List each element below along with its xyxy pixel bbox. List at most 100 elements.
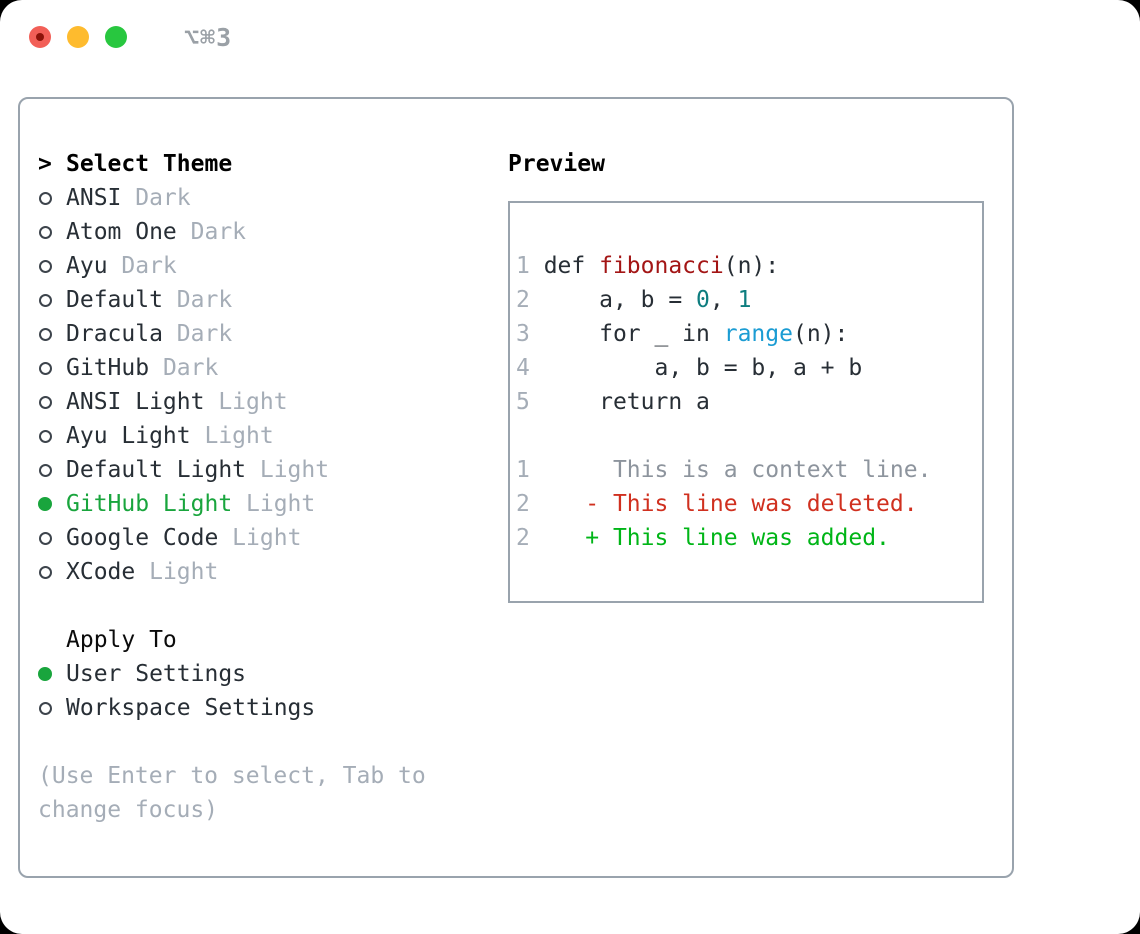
line-number: 2 [516, 287, 544, 313]
code-segment-code: return a [543, 389, 710, 415]
code-line: 2 a, b = 0, 1 [516, 283, 976, 317]
theme-option-ayu[interactable]: Ayu Dark [38, 249, 498, 283]
code-line: 2 + This line was added. [516, 521, 976, 555]
theme-option-google-code[interactable]: Google Code Light [38, 521, 498, 555]
zoom-button[interactable] [105, 26, 127, 48]
marker [38, 293, 66, 307]
radio-icon [39, 701, 52, 715]
radio-icon [39, 225, 52, 239]
code-line: 2 - This line was deleted. [516, 487, 976, 521]
radio-icon [39, 565, 52, 579]
theme-option-ansi-light[interactable]: ANSI Light Light [38, 385, 498, 419]
code-segment-context: This is a context line. [543, 457, 932, 483]
radio-icon [39, 361, 52, 375]
apply-name: User Settings [66, 661, 247, 687]
theme-variant-label: Dark [121, 185, 191, 211]
code-segment-code: (n): [792, 321, 849, 347]
theme-variant-label: Dark [107, 253, 177, 279]
apply-to-title: Apply To [66, 627, 177, 653]
preview-title: Preview [508, 151, 605, 177]
preview-header: Preview [508, 147, 984, 181]
apply-option-user-settings[interactable]: User Settings [38, 657, 498, 691]
marker [38, 191, 66, 205]
select-theme-title: Select Theme [66, 151, 233, 177]
code-line: 3 for _ in range(n): [516, 317, 976, 351]
theme-variant-label: Dark [162, 321, 233, 347]
code-line: 1 def fibonacci(n): [516, 249, 976, 283]
code-segment-deleted: - This line was deleted. [543, 491, 918, 517]
line-number: 2 [516, 525, 544, 551]
marker [38, 225, 66, 239]
code-segment-code: (n): [723, 253, 780, 279]
radio-selected-icon [38, 667, 52, 681]
radio-icon [39, 463, 52, 477]
marker [38, 667, 66, 681]
code-segment-added: + This line was added. [543, 525, 890, 551]
hint-line-2: change focus) [38, 797, 219, 823]
theme-name: Atom One [66, 219, 177, 245]
theme-option-xcode[interactable]: XCode Light [38, 555, 498, 589]
code-segment-code: def [543, 253, 600, 279]
marker [38, 497, 66, 511]
theme-variant-label: Light [232, 491, 316, 517]
code-line: 4 a, b = b, a + b [516, 351, 976, 385]
radio-selected-icon [38, 497, 52, 511]
minimize-button[interactable] [67, 26, 89, 48]
select-theme-header: > Select Theme [38, 147, 498, 181]
theme-option-default-light[interactable]: Default Light Light [38, 453, 498, 487]
code-segment-code: a, b = [543, 287, 697, 313]
radio-icon [39, 293, 52, 307]
radio-icon [39, 531, 52, 545]
theme-variant-label: Dark [162, 287, 233, 313]
hint-line-1: (Use Enter to select, Tab to [38, 763, 426, 789]
code-segment-func: fibonacci [599, 253, 724, 279]
marker [38, 701, 66, 715]
line-number: 2 [516, 491, 544, 517]
theme-name: Default [66, 287, 163, 313]
code-segment-builtin: range [723, 321, 793, 347]
marker [38, 531, 66, 545]
theme-variant-label: Dark [176, 219, 247, 245]
radio-icon [39, 327, 52, 341]
theme-name: Google Code [66, 525, 219, 551]
theme-variant-label: Light [135, 559, 219, 585]
theme-name: XCode [66, 559, 136, 585]
line-number: 3 [516, 321, 544, 347]
marker [38, 429, 66, 443]
theme-name: ANSI Light [66, 389, 205, 415]
theme-option-ansi[interactable]: ANSI Dark [38, 181, 498, 215]
line-number: 5 [516, 389, 544, 415]
window-title: ⌥⌘3 [184, 22, 233, 52]
line-number: 1 [516, 253, 544, 279]
theme-name: Dracula [66, 321, 163, 347]
marker [38, 361, 66, 375]
marker [38, 327, 66, 341]
code-segment-code: a, b = b, a + b [543, 355, 863, 381]
marker [38, 463, 66, 477]
theme-option-github-light[interactable]: GitHub Light Light [38, 487, 498, 521]
code-line: 1 This is a context line. [516, 453, 976, 487]
code-line [516, 419, 976, 453]
apply-to-header: Apply To [38, 623, 498, 657]
theme-option-default[interactable]: Default Dark [38, 283, 498, 317]
theme-option-github[interactable]: GitHub Dark [38, 351, 498, 385]
theme-option-dracula[interactable]: Dracula Dark [38, 317, 498, 351]
cursor-prefix-icon: > [38, 151, 52, 177]
theme-option-ayu-light[interactable]: Ayu Light Light [38, 419, 498, 453]
code-segment-number: 1 [737, 287, 752, 313]
marker [38, 259, 66, 273]
code-line: 5 return a [516, 385, 976, 419]
theme-variant-label: Light [190, 423, 274, 449]
theme-option-atom-one[interactable]: Atom One Dark [38, 215, 498, 249]
theme-variant-label: Light [218, 525, 302, 551]
code-segment-code: , [709, 287, 738, 313]
theme-variant-label: Light [246, 457, 330, 483]
theme-name: Default Light [66, 457, 247, 483]
close-button[interactable] [29, 26, 51, 48]
apply-option-workspace-settings[interactable]: Workspace Settings [38, 691, 498, 725]
preview-column: Preview 1 def fibonacci(n):2 a, b = 0, 1… [498, 147, 984, 828]
theme-name: Ayu Light [66, 423, 191, 449]
